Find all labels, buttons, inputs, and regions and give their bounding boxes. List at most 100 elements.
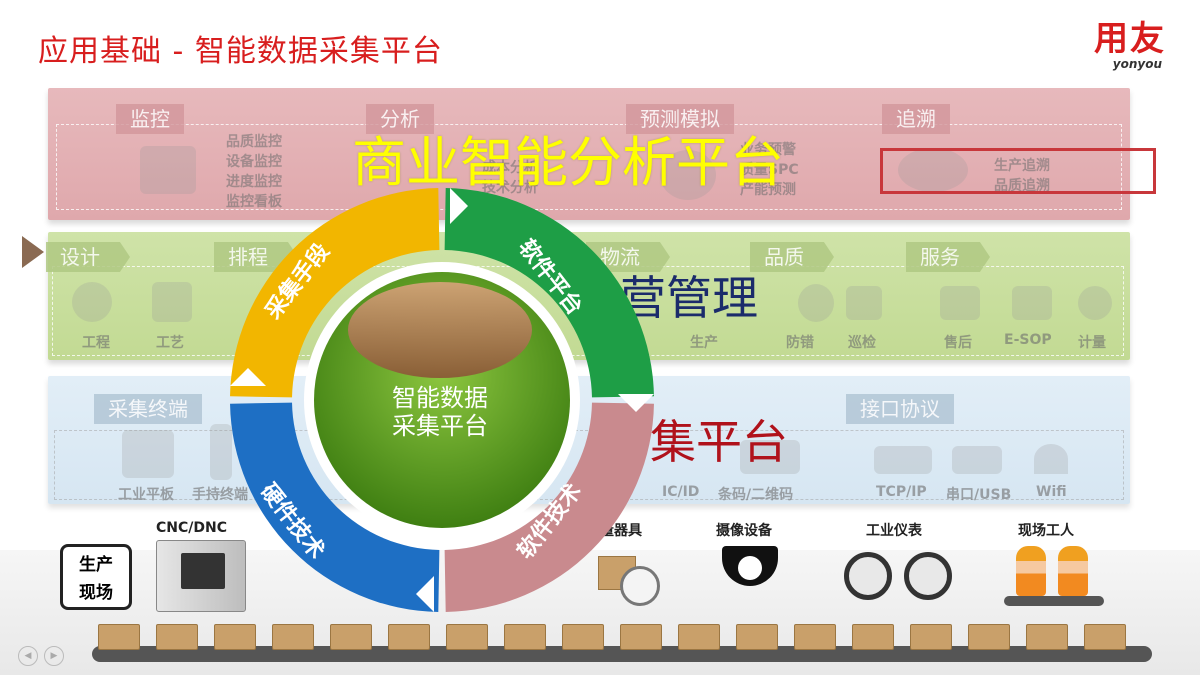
conveyor-belt — [92, 624, 1152, 664]
label-process: 工艺 — [156, 335, 184, 351]
label-inspection: 巡检 — [848, 335, 876, 351]
belt — [92, 646, 1152, 662]
platform-wheel — [230, 188, 654, 612]
analysis-item: 技术分析 — [482, 180, 538, 196]
label-ic-id: IC/ID — [662, 484, 700, 500]
label-tablet: 工业平板 — [118, 487, 174, 503]
conveyor-box — [272, 624, 314, 650]
globe-icon — [72, 282, 112, 322]
checkbox-icon — [846, 286, 882, 320]
conveyor-box — [214, 624, 256, 650]
category-analysis: 分析 — [366, 104, 434, 134]
binders-icon — [152, 282, 192, 322]
segment-software-tech[interactable] — [444, 402, 654, 612]
conveyor-box — [1084, 624, 1126, 650]
gauge-icon — [844, 552, 892, 600]
segment-hardware-tech[interactable] — [230, 402, 440, 612]
site-label-line: 生产 — [79, 555, 113, 575]
worker-icon — [1058, 546, 1088, 596]
yonyou-logo: 用友 yonyou — [1094, 20, 1166, 70]
monitor-item: 监控看板 — [226, 194, 282, 210]
segment-software-platform[interactable] — [444, 188, 654, 398]
operations-title: 营管理 — [620, 271, 758, 325]
category-trace: 追溯 — [882, 104, 950, 134]
trace-item: 生产追溯 — [994, 158, 1050, 174]
conveyor-box — [620, 624, 662, 650]
predict-item: 业务预警 — [740, 142, 796, 158]
conveyor-box — [968, 624, 1010, 650]
label-cnc: CNC/DNC — [156, 520, 227, 536]
cnc-window — [181, 553, 225, 589]
wheel-center-title: 智能数据 采集平台 — [340, 384, 540, 440]
arrow-tail-icon — [22, 236, 44, 268]
category-service: 服务 — [906, 242, 990, 272]
category-logistics: 物流 — [586, 242, 670, 272]
label-barcode: 条码/二维码 — [718, 487, 794, 503]
analysis-list: 成本分析 技术分析 — [482, 158, 538, 198]
conveyor-box — [794, 624, 836, 650]
worker-conveyor-icon — [1004, 596, 1104, 606]
predict-item: 产能预测 — [740, 182, 796, 198]
center-dome-highlight — [348, 282, 532, 378]
network-card-icon — [874, 446, 932, 474]
category-design: 设计 — [46, 242, 130, 272]
monitor-list: 品质监控 设备监控 进度监控 监控看板 — [226, 132, 282, 212]
label-workers: 现场工人 — [1018, 523, 1074, 539]
conveyor-box — [1026, 624, 1068, 650]
cnc-machine-icon — [156, 540, 246, 612]
monitor-item: 品质监控 — [226, 134, 282, 150]
arrow-right-icon — [618, 394, 654, 412]
monitor-item: 设备监控 — [226, 154, 282, 170]
conveyor-box — [156, 624, 198, 650]
label-serial-usb: 串口/USB — [946, 487, 1012, 503]
label-after-sales: 售后 — [944, 335, 972, 351]
label-esop: E-SOP — [1004, 332, 1052, 348]
conveyor-box — [330, 624, 372, 650]
category-terminals: 采集终端 — [94, 394, 202, 424]
center-line: 采集平台 — [392, 412, 488, 440]
trace-network-icon — [898, 148, 968, 192]
worker-icon — [1016, 546, 1046, 596]
label-metering: 计量 — [1078, 335, 1106, 351]
label-instruments: 工业仪表 — [866, 523, 922, 539]
segment-collection-means[interactable] — [230, 188, 440, 398]
usb-card-icon — [952, 446, 1002, 474]
conveyor-box — [910, 624, 952, 650]
collection-title: 集平台 — [650, 415, 788, 469]
logo-sub-text: yonyou — [1112, 57, 1162, 71]
conveyor-box — [388, 624, 430, 650]
label-handheld: 手持终端 — [192, 487, 248, 503]
band-frame — [56, 124, 1122, 210]
conveyor-box — [98, 624, 140, 650]
conveyor-box — [446, 624, 488, 650]
gauge-icon — [1078, 286, 1112, 320]
document-icon — [1012, 286, 1052, 320]
label-production: 生产 — [690, 335, 718, 351]
arrow-left-icon — [230, 368, 266, 386]
monitor-item: 进度监控 — [226, 174, 282, 190]
stopwatch-icon — [620, 566, 660, 606]
camera-icon — [722, 546, 778, 586]
label-engineering: 工程 — [82, 335, 110, 351]
prev-slide-icon[interactable]: ◀ — [18, 646, 38, 666]
globe-icon — [660, 150, 716, 200]
label-tcpip: TCP/IP — [876, 484, 927, 500]
production-site-badge: 生产 现场 — [60, 544, 132, 610]
trace-highlight-box — [880, 148, 1156, 194]
conveyor-box — [852, 624, 894, 650]
analysis-item: 成本分析 — [482, 160, 538, 176]
category-predict: 预测模拟 — [626, 104, 734, 134]
center-line: 智能数据 — [392, 384, 488, 412]
wifi-icon — [1034, 444, 1068, 474]
site-label-line: 现场 — [79, 583, 113, 603]
truck-icon — [940, 286, 980, 320]
bi-platform-title: 商业智能分析平台 — [352, 131, 784, 194]
conveyor-box — [504, 624, 546, 650]
conveyor-box — [562, 624, 604, 650]
barcode-icon — [740, 440, 800, 474]
play-icon[interactable]: ▶ — [44, 646, 64, 666]
camera-lens — [738, 556, 762, 580]
trace-list: 生产追溯 品质追溯 — [994, 156, 1050, 196]
shield-icon — [798, 284, 834, 322]
predict-list: 业务预警 质量SPC 产能预测 — [740, 140, 799, 200]
